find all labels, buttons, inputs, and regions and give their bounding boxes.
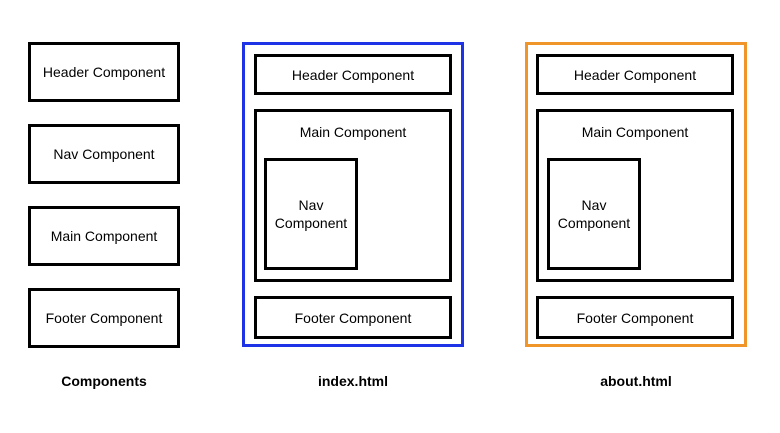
about-footer-box: Footer Component — [536, 296, 734, 339]
components-caption: Components — [61, 373, 147, 389]
footer-component-box: Footer Component — [28, 288, 180, 348]
index-header-box: Header Component — [254, 54, 452, 95]
index-main-label: Main Component — [299, 124, 407, 140]
about-main-box: Main Component — [536, 109, 734, 282]
index-page-frame — [242, 42, 464, 347]
index-caption: index.html — [317, 373, 388, 389]
about-nav-label: Nav Component — [557, 197, 631, 231]
main-component-label: Main Component — [50, 228, 158, 244]
index-header-label: Header Component — [291, 66, 415, 83]
about-header-box: Header Component — [536, 54, 734, 95]
index-nav-label: Nav Component — [274, 197, 348, 231]
header-component-label: Header Component — [42, 64, 166, 80]
about-nav-box: Nav Component — [547, 158, 641, 270]
index-main-box: Main Component — [254, 109, 452, 282]
footer-component-label: Footer Component — [45, 310, 163, 326]
index-footer-label: Footer Component — [294, 309, 412, 326]
about-header-label: Header Component — [573, 66, 697, 83]
index-footer-box: Footer Component — [254, 296, 452, 339]
index-nav-box: Nav Component — [264, 158, 358, 270]
about-footer-label: Footer Component — [576, 309, 694, 326]
nav-component-label: Nav Component — [53, 146, 155, 162]
about-main-label: Main Component — [581, 124, 689, 140]
header-component-box: Header Component — [28, 42, 180, 102]
about-page-frame — [525, 42, 747, 347]
nav-component-box: Nav Component — [28, 124, 180, 184]
about-caption: about.html — [600, 373, 672, 389]
main-component-box: Main Component — [28, 206, 180, 266]
